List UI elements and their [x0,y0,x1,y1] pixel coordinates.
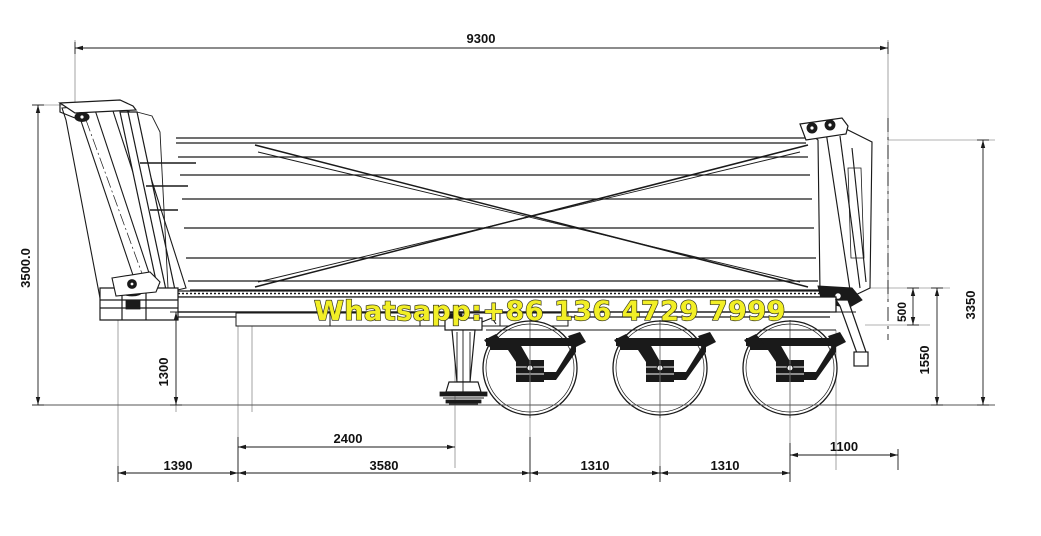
dim-label-axle-spacing-1: 1310 [581,458,610,473]
dim-label-deck-height-front: 1300 [156,358,171,387]
dim-label-kingpin-to-landing-gear: 2400 [334,431,363,446]
dim-label-body-height-rear: 3350 [963,291,978,320]
dim-label-overall-length: 9300 [467,31,496,46]
dim-label-tail-clearance: 500 [895,302,909,322]
dim-label-overall-height: 3500.0 [18,248,33,288]
dim-label-kingpin-to-first-axle: 3580 [370,458,399,473]
dim-label-axle-spacing-2: 1310 [711,458,740,473]
dim-label-deck-to-ground-rear: 1550 [917,346,932,375]
dim-label-rear-overhang: 1100 [830,439,858,454]
dim-label-front-overhang: 1390 [164,458,193,473]
